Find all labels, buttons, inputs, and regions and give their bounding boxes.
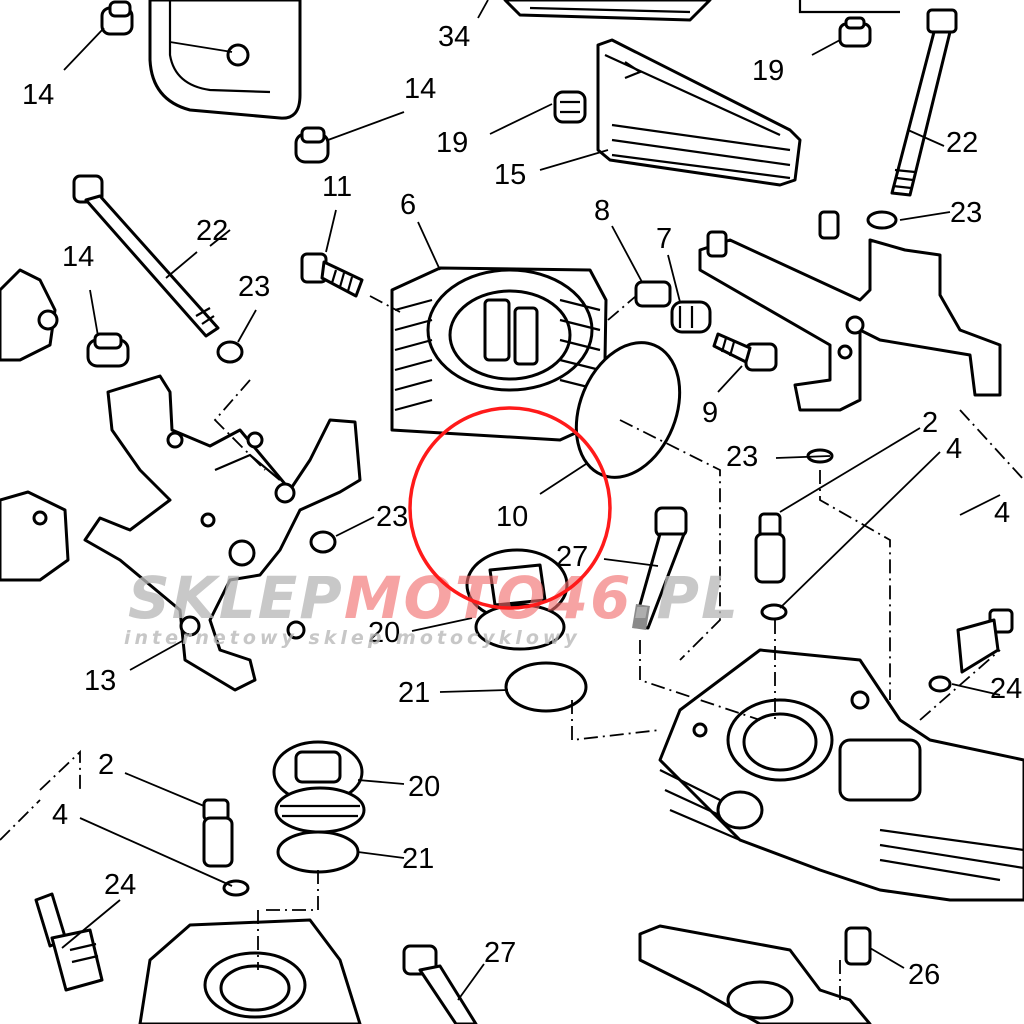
leader-lines bbox=[61, 0, 1001, 1001]
label-4-far-right: 4 bbox=[994, 497, 1010, 529]
rubber-grommet-top bbox=[100, 0, 134, 36]
oring-7 bbox=[670, 300, 712, 334]
label-27-lower: 27 bbox=[484, 937, 516, 969]
valve-cap-2-left bbox=[202, 798, 234, 868]
label-2-upper-right: 2 bbox=[922, 407, 938, 439]
label-6: 6 bbox=[400, 189, 416, 221]
washer-23-lower-left bbox=[309, 530, 337, 554]
washer-23-left bbox=[216, 340, 244, 364]
label-11: 11 bbox=[322, 171, 352, 203]
label-14-mid: 14 bbox=[404, 73, 436, 105]
label-2-lower-left: 2 bbox=[98, 749, 114, 781]
label-26: 26 bbox=[908, 959, 940, 991]
oring-21-upper bbox=[504, 661, 588, 713]
side-part-mid-left bbox=[0, 490, 70, 582]
label-22-right: 22 bbox=[946, 127, 978, 159]
bolt-11 bbox=[300, 252, 364, 298]
grommet-19-upper bbox=[838, 16, 872, 48]
label-24-lower-left: 24 bbox=[104, 869, 136, 901]
part-number-labels: 34 14 14 19 19 22 22 15 11 6 8 7 14 22 2… bbox=[22, 21, 1022, 991]
label-9: 9 bbox=[702, 397, 718, 429]
stud-bolt-22-left bbox=[72, 174, 220, 338]
label-34: 34 bbox=[438, 21, 470, 53]
bolt-27-center bbox=[632, 506, 688, 630]
grommet-19-lower bbox=[553, 90, 587, 124]
label-21-upper: 21 bbox=[398, 677, 430, 709]
label-15: 15 bbox=[494, 159, 526, 191]
cylinder-6 bbox=[390, 266, 608, 442]
assembly-dash-lines bbox=[0, 295, 1024, 1000]
cylinder-head-left bbox=[138, 918, 362, 1024]
cylinder-head-right bbox=[658, 648, 1024, 902]
washer-23-top-right bbox=[866, 210, 898, 230]
label-20-lower: 20 bbox=[408, 771, 440, 803]
label-4-lower-left: 4 bbox=[52, 799, 68, 831]
label-27-center: 27 bbox=[556, 541, 588, 573]
cylinder-gasket-10 bbox=[574, 341, 682, 479]
oring-21-lower bbox=[276, 830, 360, 874]
watermark: SKLEPMOTO46.PL internetowy sklep motocyk… bbox=[124, 564, 740, 649]
clip-4-far-right bbox=[928, 675, 952, 693]
rubber-grommet-mid bbox=[294, 126, 330, 164]
label-14-top-left: 14 bbox=[22, 79, 54, 111]
label-7: 7 bbox=[656, 223, 672, 255]
label-21-lower: 21 bbox=[402, 843, 434, 875]
stud-bolt-22-right bbox=[890, 8, 958, 197]
head-gasket-plate bbox=[638, 924, 872, 1024]
label-24-right: 24 bbox=[990, 673, 1022, 705]
label-14-left: 14 bbox=[62, 241, 94, 273]
label-22-left: 22 bbox=[196, 215, 228, 247]
watermark-tagline: internetowy sklep motocyklowy bbox=[124, 627, 581, 649]
valve-cap-2-far-right bbox=[956, 608, 1014, 674]
dowel-8 bbox=[634, 280, 672, 308]
label-10: 10 bbox=[496, 501, 528, 533]
fin-cover bbox=[596, 38, 802, 187]
label-13: 13 bbox=[84, 665, 116, 697]
watermark-brand: SKLEPMOTO46.PL bbox=[128, 564, 740, 632]
label-23-center: 23 bbox=[726, 441, 758, 473]
highlight-circle bbox=[408, 406, 612, 610]
label-8: 8 bbox=[594, 195, 610, 227]
label-23-top-right: 23 bbox=[950, 197, 982, 229]
bracket-13 bbox=[83, 374, 362, 692]
label-23-lower-left: 23 bbox=[376, 501, 408, 533]
cylinder-head-cover-left bbox=[148, 0, 302, 120]
valve-cap-2-right bbox=[754, 512, 786, 584]
label-19-upper: 19 bbox=[752, 55, 784, 87]
label-4-upper-right: 4 bbox=[946, 433, 962, 465]
label-23-left: 23 bbox=[238, 271, 270, 303]
clip-4-right bbox=[760, 603, 788, 621]
label-19-lower: 19 bbox=[436, 127, 468, 159]
bolt-27-lower bbox=[402, 944, 478, 1024]
label-20-upper: 20 bbox=[368, 617, 400, 649]
dowel-26 bbox=[844, 926, 872, 966]
bolt-9 bbox=[712, 332, 778, 372]
plug-20-lower bbox=[272, 740, 366, 834]
rubber-grommet-left bbox=[86, 332, 130, 368]
